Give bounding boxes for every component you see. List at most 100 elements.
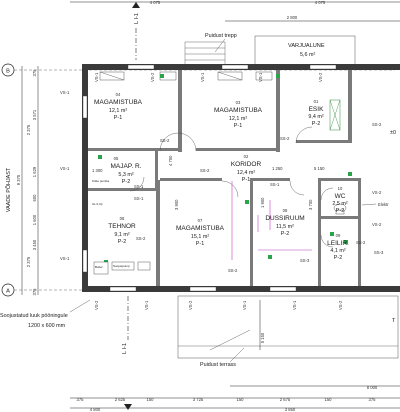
label-rooms-3-name: MAJAP. R. bbox=[111, 163, 142, 170]
label-wall_tags-25: SS-1 bbox=[270, 182, 280, 187]
label-rooms-8-code: P-2 bbox=[281, 231, 289, 237]
plumbing bbox=[231, 181, 312, 260]
label-bottom_dims-row1-5: 2 675 bbox=[280, 397, 291, 402]
hatch-line2: 1200 x 600 mm bbox=[28, 323, 66, 329]
label-wall_tags-4: VS-2 bbox=[318, 72, 323, 82]
terrace: Puidust terrass bbox=[177, 295, 399, 368]
label-bottom_dims-row1-1: 2 625 bbox=[115, 397, 126, 402]
label-rooms-7-area: 15,1 m² bbox=[191, 234, 209, 240]
label-rooms-3-num: 05 bbox=[114, 156, 119, 161]
room-03: 03 MAGAMISTUBA 12,1 m² P-1 bbox=[214, 100, 263, 129]
facade-label: VAADE PÕHJAST bbox=[5, 167, 12, 212]
room-08: 08 DUSSIRUUM 11,5 m² P-2 bbox=[265, 208, 304, 237]
label-bottom_dims-row3-0: 8 000 bbox=[367, 385, 378, 390]
label-wall_tags-8: SS-1 bbox=[134, 196, 144, 201]
label-wall_tags-3: VS-1 bbox=[258, 72, 263, 82]
windows bbox=[82, 64, 337, 292]
room-09: 09 LEILIR. 4,1 m² P-2 bbox=[327, 233, 349, 261]
label-wall_tags-9: SS-2 bbox=[136, 236, 146, 241]
porch-outline bbox=[254, 35, 356, 67]
window-note: Kütte pumba bbox=[92, 179, 109, 183]
label-wall_tags-14: VS-2 bbox=[188, 300, 193, 310]
left-dim-6: 3 450 bbox=[32, 239, 37, 250]
label-bottom_dims-row1-6: 150 bbox=[325, 397, 333, 402]
label-rooms-2-area: 9,4 m² bbox=[308, 114, 323, 120]
label-wall_tags-7: SS-1 bbox=[134, 184, 144, 189]
top-dimensions: 4 075 4 075 2 800 bbox=[70, 0, 400, 22]
label-wall_tags-2: VS-1 bbox=[200, 72, 205, 82]
left-dim-7: 2 375 bbox=[26, 256, 31, 267]
top-dim-1: 4 075 bbox=[150, 0, 161, 5]
label-rooms-8-num: 08 bbox=[283, 208, 288, 213]
top-dim-2: 4 075 bbox=[315, 0, 326, 5]
wall-tags: VS-1 VS-2 VS-1 VS-1 VS-2 VS-1 SS-2 SS-1 … bbox=[60, 72, 384, 310]
label-wall_tags-26: SS-2 bbox=[356, 240, 366, 245]
label-wall_tags-1: VS-2 bbox=[150, 72, 155, 82]
label-rooms-7-code: P-1 bbox=[196, 241, 204, 247]
label-wall_tags-11: SS-3 bbox=[300, 258, 310, 263]
wardrobes bbox=[99, 71, 341, 131]
label-bottom_dims-row4-1: 3 850 bbox=[285, 407, 296, 412]
label-rooms-6-name: TEHNOR bbox=[108, 223, 136, 230]
label-rooms-1-num: 03 bbox=[236, 100, 241, 105]
label-inner_dims-0: 1 250 bbox=[272, 166, 283, 171]
label-rooms-5-num: 10 bbox=[338, 186, 343, 191]
label-wall_tags-18: VS-2 bbox=[372, 222, 382, 227]
label-bottom_dims-row2-0: 375 bbox=[369, 397, 377, 402]
label-rooms-5-name: WC bbox=[335, 193, 346, 200]
interior-walls bbox=[88, 70, 361, 286]
section-label-top: L I-1 bbox=[134, 13, 140, 24]
label-rooms-7-name: MAGAMISTUBA bbox=[176, 225, 225, 232]
zero-level: ±0 bbox=[390, 130, 396, 136]
label-wall_tags-23: SS-2 bbox=[160, 138, 170, 143]
axis-a-label: A bbox=[6, 289, 10, 295]
label-wall_tags-10: SS-2 bbox=[228, 268, 238, 273]
label-wall_tags-5: VS-1 bbox=[60, 90, 70, 95]
label-rooms-4-code: P-1 bbox=[242, 177, 250, 183]
tank-label: Soojuspump bbox=[113, 264, 130, 268]
top-dim-3: 2 800 bbox=[287, 15, 298, 20]
label-rooms-0-area: 12,1 m² bbox=[109, 108, 127, 114]
label-rooms-6-num: 06 bbox=[120, 216, 125, 221]
label-rooms-7-num: 07 bbox=[198, 218, 203, 223]
label-inner_dims-6: 1 300 bbox=[92, 168, 103, 173]
label-inner_dims-2: 4 750 bbox=[168, 155, 173, 166]
left-dimensions: 9 375 375 3 571 2 375 1 629 600 1 600 3 … bbox=[16, 66, 39, 296]
label-rooms-4-num: 02 bbox=[244, 154, 249, 159]
label-bottom_dims-row1-3: 3 725 bbox=[193, 397, 204, 402]
tehnor-equipment: Boiler Soojuspump UL 0,3p Kütte pumba bbox=[92, 179, 151, 275]
label-wall_tags-15: VS-1 bbox=[242, 300, 247, 310]
label-rooms-0-code: P-1 bbox=[114, 115, 122, 121]
label-rooms-1-name: MAGAMISTUBA bbox=[214, 107, 263, 114]
left-dim-5: 1 600 bbox=[32, 214, 37, 225]
label-rooms-4-name: KORIDOR bbox=[231, 161, 262, 168]
room-10: 10 WC 2,5 m² P-2 bbox=[332, 186, 347, 214]
label-rooms-0-num: 04 bbox=[116, 92, 121, 97]
left-dim-outer: 9 375 bbox=[16, 174, 21, 185]
label-rooms-5-area: 2,5 m² bbox=[332, 201, 347, 207]
label-rooms-3-code: P-2 bbox=[122, 179, 130, 185]
doors bbox=[129, 126, 334, 248]
label-wall_tags-22: VS-2 bbox=[338, 300, 343, 310]
label-rooms-2-num: 01 bbox=[314, 99, 319, 104]
porch-name: VARJUALUNE bbox=[288, 43, 325, 49]
label-rooms-5-code: P-2 bbox=[336, 208, 344, 214]
room-01: 01 ESIK 9,4 m² P-2 bbox=[308, 99, 324, 127]
label-wall_tags-19: VS-1 bbox=[60, 166, 70, 171]
top-stair bbox=[184, 41, 226, 67]
inner-dimensions: 1 250 5 150 4 750 3 900 1 900 3 700 1 30… bbox=[92, 155, 325, 210]
boiler-label: Boiler bbox=[95, 265, 103, 269]
label-rooms-6-code: P-2 bbox=[118, 239, 126, 245]
label-wall_tags-21: VS-1 bbox=[144, 300, 149, 310]
label-wall_tags-13: VS-2 bbox=[94, 300, 99, 310]
label-bottom_dims-row1-2: 150 bbox=[147, 397, 155, 402]
label-bottom_dims-row1-0: 375 bbox=[77, 397, 85, 402]
terrace-label: Puidust terrass bbox=[200, 362, 236, 368]
elektr-label: Elektr bbox=[378, 202, 389, 207]
left-dim-1: 3 571 bbox=[32, 109, 37, 120]
label-inner_dims-5: 3 700 bbox=[308, 199, 313, 210]
label-rooms-4-area: 12,4 m² bbox=[237, 170, 255, 176]
label-inner_dims-1: 5 150 bbox=[314, 166, 325, 171]
label-wall_tags-20: VS-1 bbox=[60, 256, 70, 261]
